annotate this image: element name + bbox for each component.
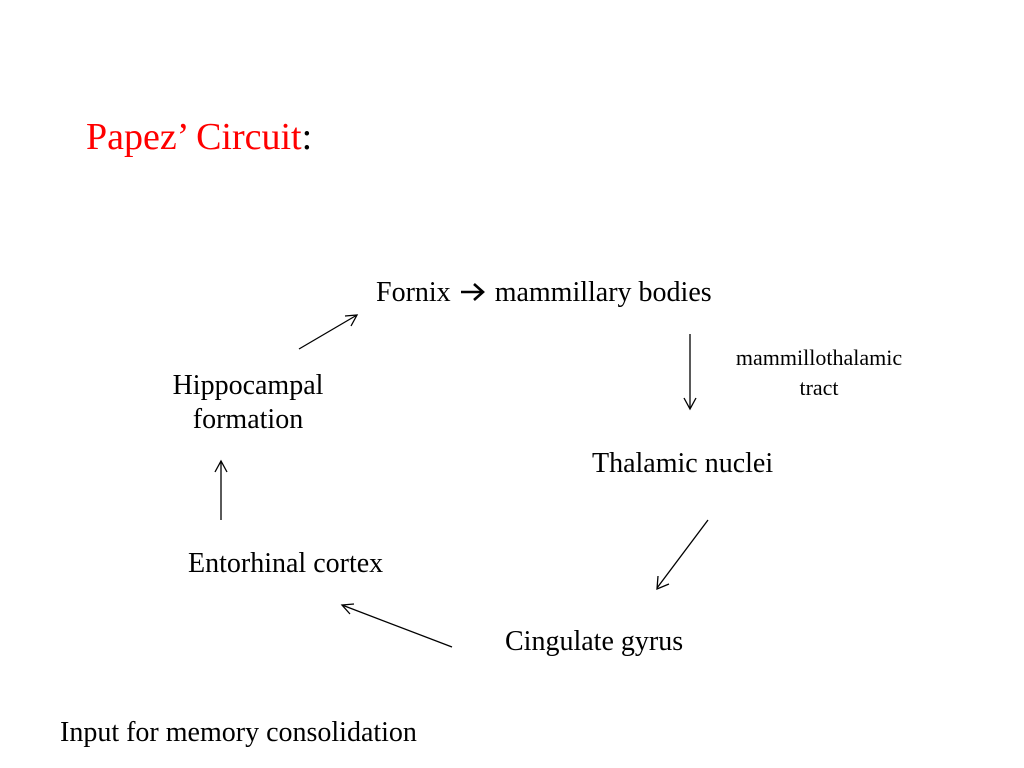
title-text: Papez’ Circuit (86, 116, 302, 158)
node-mammillary-label: mammillary bodies (494, 277, 712, 308)
arrow-thalamic-to-cingulate (656, 519, 709, 591)
arrow-fornix-to-thalamic (683, 334, 697, 411)
node-thalamic-nuclei: Thalamic nuclei (592, 448, 774, 479)
node-fornix-mammillary: Fornix mammillary bodies (376, 276, 712, 310)
node-fornix-label: Fornix (376, 277, 451, 308)
node-hippocampal-line1: Hippocampal (172, 370, 324, 401)
node-entorhinal-cortex: Entorhinal cortex (188, 548, 384, 579)
title-colon: : (301, 116, 313, 158)
arrow-entorhinal-to-hippocampal (214, 459, 228, 520)
arrow-cingulate-to-entorhinal (340, 603, 453, 648)
edge-label-line2: tract (799, 375, 839, 400)
edge-label-line1: mammillothalamic (735, 345, 903, 370)
slide-title: Papez’ Circuit: (86, 114, 312, 160)
edge-label-mammillothalamic: mammillothalamic tract (708, 343, 930, 403)
arrow-hippocampal-to-fornix (298, 314, 359, 350)
node-hippocampal-line2: formation (192, 404, 304, 435)
right-arrow-icon (458, 278, 488, 301)
footer-text: Input for memory consolidation (60, 717, 417, 748)
node-cingulate-gyrus: Cingulate gyrus (505, 626, 684, 657)
node-hippocampal-formation: Hippocampal formation (140, 369, 356, 437)
